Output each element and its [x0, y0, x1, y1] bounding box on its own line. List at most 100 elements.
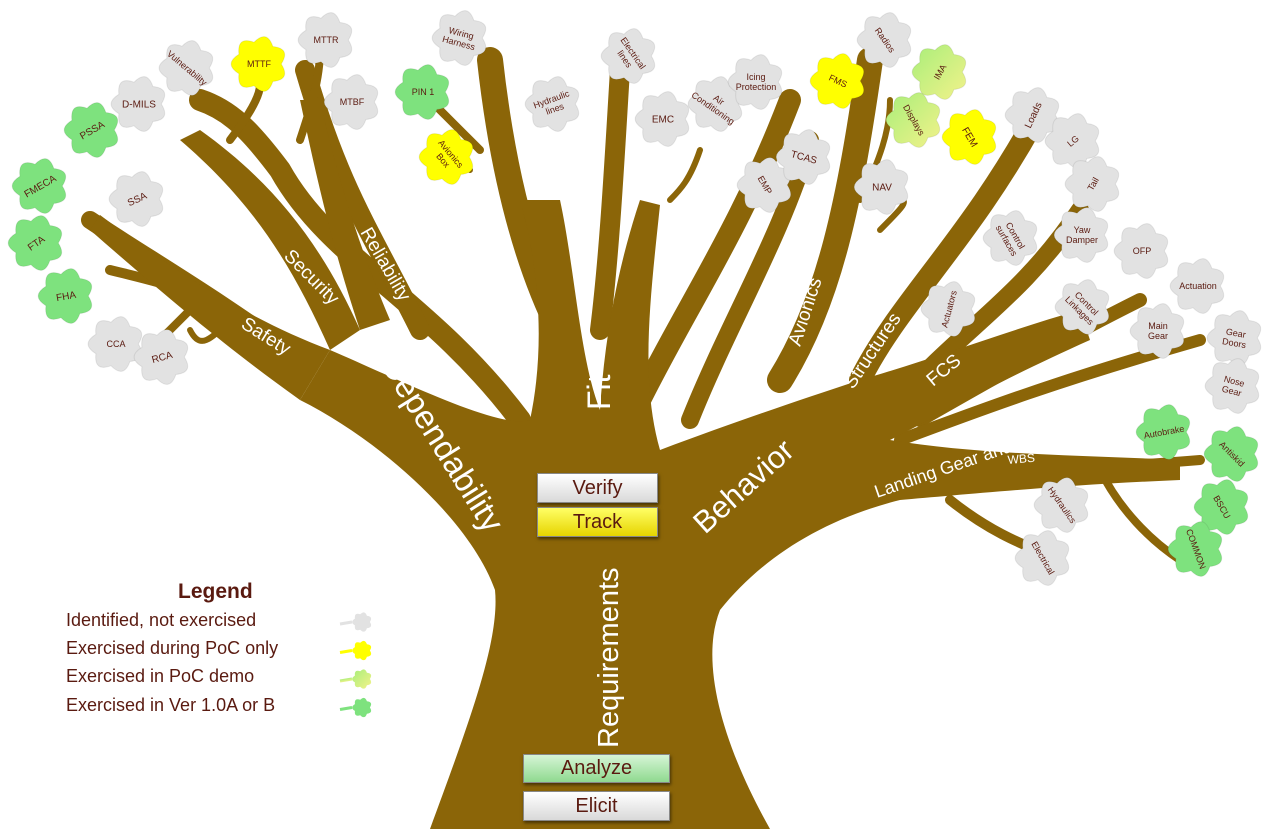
leaf-node[interactable]: MTTR — [297, 12, 353, 68]
legend-label: Exercised in Ver 1.0A or B — [66, 695, 276, 715]
leaf-shape — [736, 157, 792, 213]
leaf-shape — [1135, 404, 1191, 460]
leaf-node[interactable]: LG — [1044, 113, 1100, 169]
leaf-label: MTTR — [314, 35, 339, 45]
leaf-node[interactable]: MTTF — [230, 36, 286, 92]
leaf-node[interactable]: AvionicsBox — [418, 129, 474, 185]
leaf-node[interactable]: NoseGear — [1204, 358, 1260, 414]
analyze-button[interactable]: Analyze — [523, 754, 670, 783]
leaf-node[interactable]: Autobrake — [1135, 404, 1191, 460]
leaf-node[interactable]: Loads — [1004, 87, 1060, 143]
leaf-node[interactable]: OFP — [1113, 223, 1169, 279]
legend-icon-poc_demo — [352, 669, 372, 689]
leaf-node[interactable]: EMP — [736, 157, 792, 213]
leaf-node[interactable]: BSCU — [1193, 479, 1249, 535]
leaf-node[interactable]: D-MILS — [110, 76, 166, 132]
leaf-node[interactable]: Tail — [1064, 156, 1120, 212]
legend-stem — [339, 677, 353, 683]
leaf-shape — [911, 44, 967, 100]
leaf-node[interactable]: Radios — [856, 12, 912, 68]
leaf-label: NAV — [872, 183, 892, 194]
leaf-node[interactable]: WiringHarness — [431, 10, 487, 66]
leaf-shape — [133, 329, 189, 385]
leaf-shape — [634, 91, 690, 147]
legend-stem — [339, 620, 353, 626]
leaf-node[interactable]: TCAS — [775, 129, 831, 185]
leaf-node[interactable]: Electricallines — [600, 28, 656, 84]
leaf-node[interactable]: FTA — [7, 215, 63, 271]
leaf-node[interactable]: PIN 1 — [394, 64, 450, 120]
legend-icon-identified — [352, 612, 372, 632]
leaf-node[interactable]: Electrical — [1014, 530, 1070, 586]
leaf-node[interactable]: Actuation — [1169, 258, 1225, 314]
leaf-label: CCA — [106, 339, 125, 349]
leaf-node[interactable]: ControlLinkages — [1054, 279, 1110, 335]
leaf-shape — [1053, 207, 1109, 263]
leaf-shape — [1193, 479, 1249, 535]
leaf-node[interactable]: EMC — [634, 91, 690, 147]
verify-button[interactable]: Verify — [537, 473, 658, 503]
leaf-label: GearDoors — [1221, 326, 1249, 350]
leaf-node[interactable]: Controlsurfaces — [982, 210, 1038, 266]
leaf-label: OFP — [1133, 246, 1152, 256]
leaf-shape — [853, 159, 909, 215]
leaf-node[interactable]: CCA — [87, 316, 143, 372]
leaf-shape — [982, 210, 1038, 266]
leaf-shape — [7, 215, 63, 271]
leaf-shape — [1206, 310, 1262, 366]
leaf-shape — [110, 76, 166, 132]
tree-limb — [894, 334, 1206, 446]
leaf-node[interactable]: IMA — [911, 44, 967, 100]
leaf-node[interactable]: Displays — [885, 92, 941, 148]
leaf-node[interactable]: Hydraulics — [1033, 477, 1089, 533]
tree-trunk — [90, 100, 1180, 829]
leaf-shape — [1033, 477, 1089, 533]
leaf-node[interactable]: RCA — [133, 329, 189, 385]
tree-limb — [667, 147, 703, 203]
legend-title: Legend — [178, 580, 253, 603]
leaf-shape — [11, 158, 67, 214]
elicit-button[interactable]: Elicit — [523, 791, 670, 821]
legend-icon-poc_only — [352, 640, 372, 661]
leaf-shape — [323, 74, 379, 130]
leaf-node[interactable]: FHA — [37, 268, 93, 324]
leaf-label: NoseGear — [1220, 374, 1246, 399]
leaf-node[interactable]: Hydrauliclines — [524, 76, 580, 132]
leaf-shape — [1204, 358, 1260, 414]
legend-item: Exercised in Ver 1.0A or B — [66, 695, 275, 716]
leaf-node[interactable]: FMECA — [11, 158, 67, 214]
tree-limb — [849, 99, 1051, 391]
leaf-node[interactable]: COMMON — [1167, 521, 1223, 577]
leaf-node[interactable]: Actuators — [920, 281, 976, 337]
leaf-label: EMC — [652, 115, 674, 126]
leaf-node[interactable]: Vulnerability — [158, 40, 214, 96]
leaf-node[interactable]: FMS — [809, 53, 865, 109]
leaf-shape — [856, 12, 912, 68]
leaf-shape — [37, 268, 93, 324]
leaf-shape — [158, 40, 214, 96]
leaf-node[interactable]: FEM — [941, 109, 997, 165]
tree-limb — [1096, 466, 1184, 564]
leaf-node[interactable]: GearDoors — [1206, 310, 1262, 366]
branch-label-fit: Fit — [581, 374, 617, 410]
leaf-node[interactable]: AirConditioning — [687, 76, 743, 132]
leaf-node[interactable]: MTBF — [323, 74, 379, 130]
leaf-node[interactable]: NAV — [853, 159, 909, 215]
leaf-node[interactable]: SSA — [108, 171, 164, 227]
legend-icon-ver_1_0 — [352, 697, 372, 718]
track-button[interactable]: Track — [537, 507, 658, 537]
leaf-node[interactable]: PSSA — [63, 102, 119, 158]
trunk-shape — [300, 200, 1180, 829]
leaf-shape — [1169, 258, 1225, 314]
leaf-shape — [727, 54, 783, 110]
leaf-node[interactable]: Antiskid — [1203, 426, 1259, 482]
leaf-shape — [1129, 303, 1185, 359]
trunk-shape — [300, 100, 390, 330]
